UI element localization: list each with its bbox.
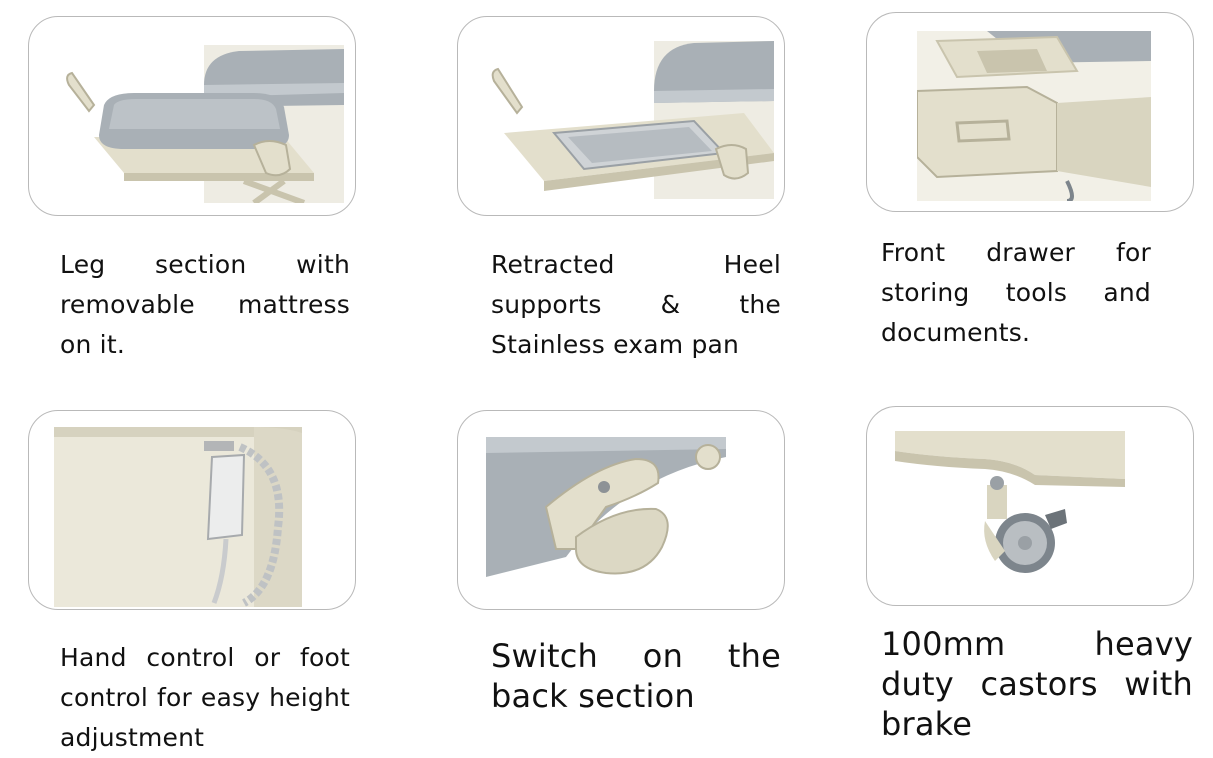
caption-back-switch: Switch on the back section	[491, 637, 781, 715]
caption-leg-section: Leg section with removable mattress on i…	[60, 250, 350, 359]
feature-card-heel-supports	[457, 16, 785, 216]
feature-card-front-drawer	[866, 12, 1194, 212]
feature-card-hand-control	[28, 410, 356, 610]
heel-supports-image	[491, 41, 774, 199]
caption-hand-control: Hand control or foot control for easy he…	[60, 643, 350, 752]
back-switch-image	[486, 437, 726, 577]
leg-section-image	[66, 45, 344, 203]
caption-front-drawer: Front drawer for storing tools and docum…	[881, 238, 1151, 347]
hand-control-image	[54, 427, 302, 607]
feature-card-leg-section	[28, 16, 356, 216]
feature-card-castors	[866, 406, 1194, 606]
caption-heel-supports: Retracted Heel supports & the Stainless …	[491, 250, 781, 359]
feature-card-back-switch	[457, 410, 785, 610]
caption-castors: 100mm heavy duty castors with brake	[881, 625, 1193, 743]
castor-image	[895, 431, 1125, 581]
front-drawer-image	[917, 31, 1151, 201]
